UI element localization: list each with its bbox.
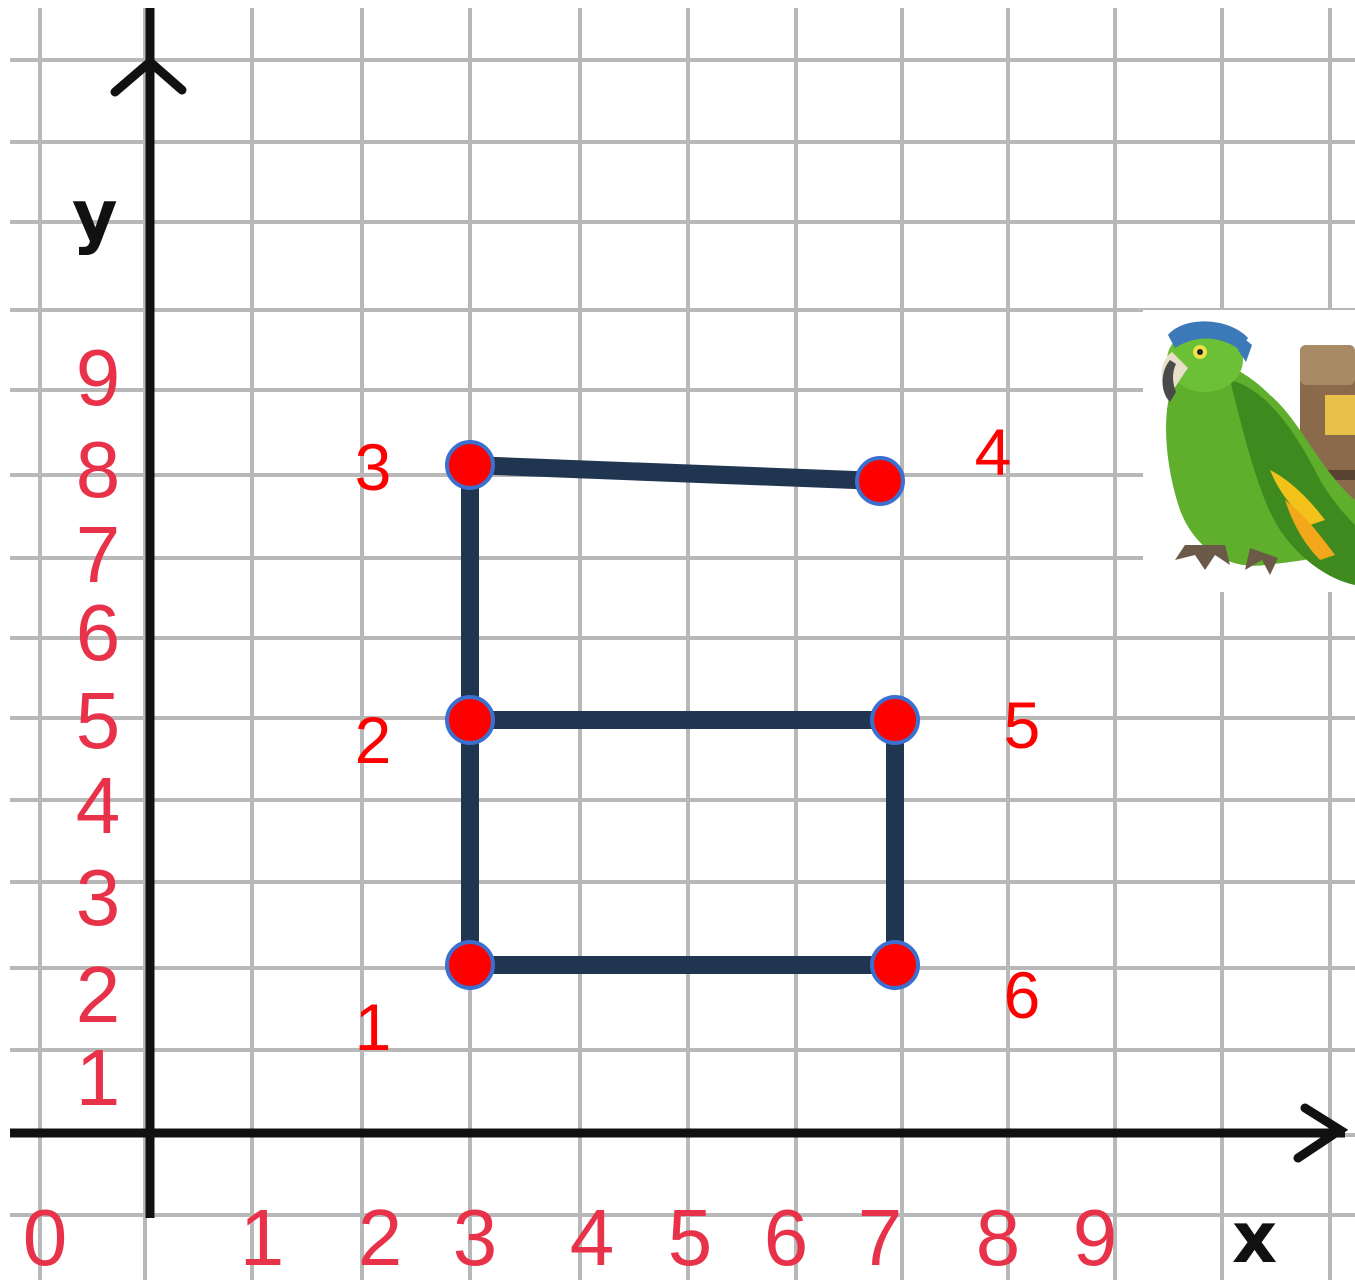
- point-3: [445, 440, 495, 490]
- figure-segments: [461, 456, 904, 974]
- y-tick-label: 5: [76, 676, 121, 765]
- x-tick-label: 9: [1073, 1193, 1118, 1282]
- point-label-3: 3: [355, 430, 392, 504]
- x-tick-label: 5: [668, 1193, 713, 1282]
- x-tick-label: 0: [23, 1193, 68, 1282]
- y-tick-label: 2: [76, 950, 121, 1039]
- y-tick-label: 6: [76, 588, 121, 677]
- point-label-1: 1: [355, 990, 392, 1064]
- x-tick-label: 6: [764, 1193, 809, 1282]
- parrot-icon: [1161, 321, 1355, 585]
- point-5: [870, 695, 920, 745]
- point-4: [855, 456, 905, 506]
- grid-lines: [10, 8, 1355, 1280]
- x-tick-label: 3: [453, 1193, 498, 1282]
- point-2: [445, 695, 495, 745]
- point-6: [870, 940, 920, 990]
- point-label-2: 2: [355, 703, 392, 777]
- segment-3-4: [469, 456, 881, 490]
- axes: [10, 8, 1349, 1218]
- x-tick-label: 1: [240, 1193, 285, 1282]
- point-labels: 1 2 3 4 5 6: [355, 415, 1041, 1064]
- x-axis-arrow: [1293, 1103, 1349, 1163]
- parrot-illustration: [1143, 310, 1355, 592]
- y-axis-arrow: [110, 56, 187, 97]
- y-tick-label: 3: [76, 853, 121, 942]
- x-tick-label: 2: [358, 1193, 403, 1282]
- y-tick-label: 7: [76, 510, 121, 599]
- point-label-5: 5: [1004, 688, 1041, 762]
- y-axis-label: y: [72, 175, 118, 257]
- y-tick-label: 1: [76, 1033, 121, 1122]
- y-tick-label: 9: [76, 333, 121, 422]
- point-1: [445, 940, 495, 990]
- x-tick-label: 4: [570, 1193, 615, 1282]
- point-label-4: 4: [975, 415, 1012, 489]
- x-tick-label: 7: [858, 1193, 903, 1282]
- figure-points: [445, 440, 920, 990]
- y-tick-label: 4: [76, 761, 121, 850]
- y-tick-label: 8: [76, 425, 121, 514]
- point-label-6: 6: [1004, 958, 1041, 1032]
- x-tick-label: 8: [976, 1193, 1021, 1282]
- x-axis-label: x: [1232, 1197, 1277, 1279]
